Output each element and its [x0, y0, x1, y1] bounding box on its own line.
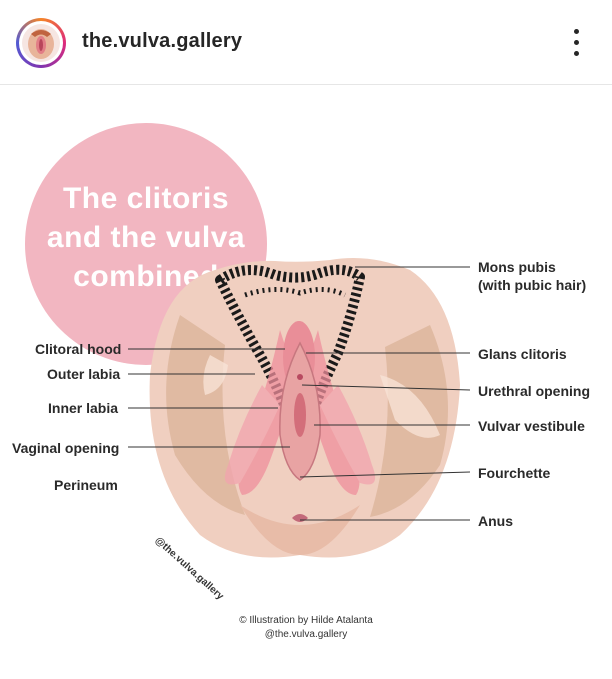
label-inner-labia: Inner labia [48, 400, 119, 416]
anatomy-illustration [128, 257, 471, 558]
vulva-avatar-icon [22, 24, 60, 62]
label-vulvar-vestibule: Vulvar vestibule [478, 418, 585, 434]
label-clitoral-hood: Clitoral hood [35, 341, 122, 357]
title-circle: The clitoris and the vulva combined [25, 123, 267, 365]
label-anus: Anus [478, 513, 513, 529]
label-mons-pubis: Mons pubis [478, 259, 556, 275]
credit-line-1: © Illustration by Hilde Atalanta [239, 615, 373, 626]
label-outer-labia: Outer labia [47, 366, 121, 382]
credit-line-2: @the.vulva.gallery [264, 629, 348, 640]
post-header: the.vulva.gallery [0, 0, 612, 85]
more-options-button[interactable] [560, 26, 592, 60]
username[interactable]: the.vulva.gallery [82, 30, 243, 52]
label-fourchette: Fourchette [478, 465, 551, 481]
post-title: The clitoris and the vulva combined [46, 181, 246, 293]
avatar[interactable] [16, 18, 66, 68]
label-vaginal-opening: Vaginal opening [12, 440, 120, 456]
post-image[interactable]: The clitoris and the vulva combined [0, 85, 612, 679]
label-glans-clitoris: Glans clitoris [478, 346, 567, 362]
label-mons-pubis-note: (with pubic hair) [478, 277, 587, 293]
clitoris-structure [224, 321, 376, 495]
label-perineum: Perineum [54, 477, 118, 493]
leader-lines [128, 266, 471, 521]
pubic-hair [215, 264, 365, 425]
label-urethral-opening: Urethral opening [478, 383, 591, 399]
